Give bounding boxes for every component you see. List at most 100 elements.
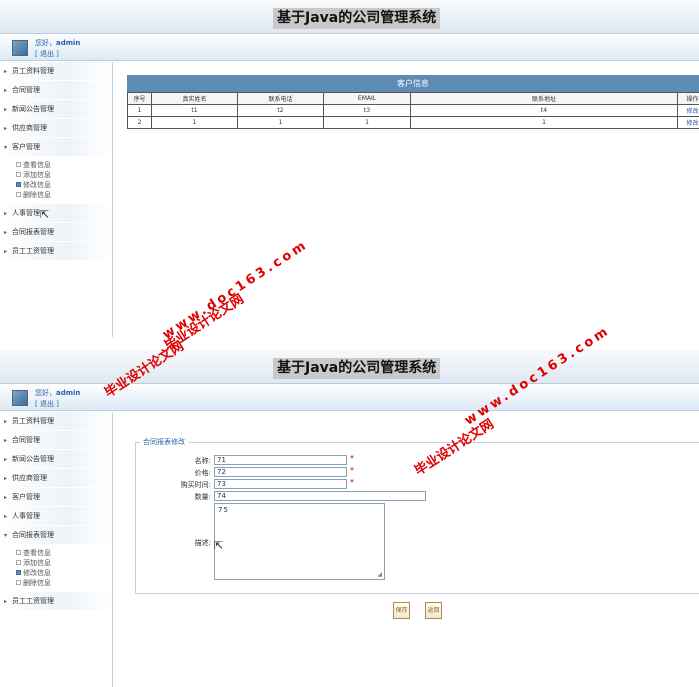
submenu-label: 删除信息: [23, 579, 51, 587]
chevron-right-icon: ▸: [4, 125, 8, 132]
screen-customer-info: 基于Java的公司管理系统 您好，admin [ 退出 ] ▸员工资料管理 ▸合…: [0, 0, 699, 337]
save-button[interactable]: 保存: [393, 602, 410, 619]
table-row: 2 1 1 1 1 修改: [127, 116, 699, 129]
required-mark: *: [350, 466, 354, 475]
logout-link[interactable]: [ 退出 ]: [35, 50, 59, 58]
form-legend: 合同报表修改: [140, 437, 188, 447]
menu-supplier[interactable]: ▸ 供应商管理: [0, 119, 112, 138]
edit-link[interactable]: 修改: [686, 120, 699, 127]
user-bar: 您好，admin [ 退出 ]: [0, 383, 699, 411]
menu-label: 合同管理: [12, 86, 40, 94]
contract-report-submenu: 查看信息 添加信息 修改信息 删除信息: [0, 545, 112, 592]
menu-customer[interactable]: ▸客户管理: [0, 488, 112, 507]
menu-staff-info[interactable]: ▸员工资料管理: [0, 62, 112, 81]
column-header: 联系地址: [410, 92, 678, 105]
logout-link[interactable]: [ 退出 ]: [35, 400, 59, 408]
chevron-right-icon: ▸: [4, 210, 8, 217]
menu-label: 供应商管理: [12, 474, 47, 482]
table-header-row: 序号 真实姓名 联系电话 EMAIL 联系地址 操作: [127, 92, 699, 105]
resize-handle-icon[interactable]: ◢: [377, 571, 383, 578]
menu-label: 合同报表管理: [12, 228, 54, 236]
menu-label: 员工工资管理: [12, 597, 54, 605]
menu-salary[interactable]: ▸员工工资管理: [0, 242, 112, 261]
date-field[interactable]: 73: [214, 479, 347, 489]
menu-salary[interactable]: ▸员工工资管理: [0, 592, 112, 611]
cell-no: 1: [127, 104, 152, 117]
chevron-right-icon: ▸: [4, 513, 8, 520]
menu-label: 新闻公告管理: [12, 105, 54, 113]
square-filled-icon: [16, 182, 21, 187]
name-label: 名称:: [194, 457, 211, 465]
submenu-view[interactable]: 查看信息: [0, 160, 112, 170]
edit-link[interactable]: 修改: [686, 108, 699, 115]
chevron-right-icon: ▸: [4, 456, 8, 463]
quantity-field[interactable]: 74: [214, 491, 426, 501]
menu-label: 人事管理: [12, 512, 40, 520]
column-header: 操作: [677, 92, 699, 105]
menu-hr[interactable]: ▸ 人事管理: [0, 507, 112, 526]
submenu-add[interactable]: 添加信息: [0, 170, 112, 180]
menu-label: 新闻公告管理: [12, 455, 54, 463]
submenu-delete[interactable]: 删除信息: [0, 190, 112, 200]
greeting: 您好，admin: [35, 38, 80, 48]
sidebar: ▸员工资料管理 ▸ 合同管理 ▸ 新闻公告管理 ▸供应商管理 ▸客户管理 ▸ 人事管理…: [0, 412, 113, 687]
submenu-edit[interactable]: 修改信息: [0, 568, 112, 578]
menu-contract-report[interactable]: ▸合同报表管理: [0, 223, 112, 242]
menu-supplier[interactable]: ▸供应商管理: [0, 469, 112, 488]
name-field[interactable]: 71: [214, 455, 347, 465]
table-row: 1 t1 t2 t3 t4 修改: [127, 104, 699, 117]
customer-table: 序号 真实姓名 联系电话 EMAIL 联系地址 操作 1 t1 t2 t3 t4…: [127, 92, 699, 129]
submenu-label: 添加信息: [23, 171, 51, 179]
chevron-right-icon: ▸: [4, 437, 8, 444]
customer-submenu: 查看信息 添加信息 修改信息 删除信息: [0, 157, 112, 204]
menu-label: 供应商管理: [12, 124, 47, 132]
menu-news[interactable]: ▸ 新闻公告管理: [0, 450, 112, 469]
submenu-label: 修改信息: [23, 181, 51, 189]
cell-phone: t2: [237, 104, 324, 117]
screen-contract-report-edit: 基于Java的公司管理系统 您好，admin [ 退出 ] ▸员工资料管理 ▸合…: [0, 350, 699, 687]
submenu-delete[interactable]: 删除信息: [0, 578, 112, 588]
chevron-right-icon: ▸: [4, 106, 8, 113]
submenu-view[interactable]: 查看信息: [0, 548, 112, 558]
edit-form-fieldset: [135, 442, 699, 594]
quantity-label: 数量:: [194, 493, 211, 501]
submenu-edit[interactable]: 修改信息: [0, 180, 112, 190]
column-header: 序号: [127, 92, 152, 105]
menu-label: 合同管理: [12, 436, 40, 444]
mouse-pointer-icon: ⇱: [40, 208, 50, 221]
menu-contract[interactable]: ▸合同管理: [0, 81, 112, 100]
table-title: 客户信息: [127, 75, 699, 92]
menu-customer[interactable]: ▾客户管理: [0, 138, 112, 157]
cell-phone: 1: [237, 116, 324, 129]
submenu-add[interactable]: 添加信息: [0, 558, 112, 568]
menu-contract-report[interactable]: ▾合同报表管理: [0, 526, 112, 545]
menu-label: 人事管理: [12, 209, 40, 217]
square-icon: [16, 550, 21, 555]
cell-email: 1: [323, 116, 411, 129]
description-textarea[interactable]: 75◢: [214, 503, 385, 580]
date-label: 购买时间:: [180, 481, 211, 489]
cell-email: t3: [323, 104, 411, 117]
square-icon: [16, 580, 21, 585]
menu-contract[interactable]: ▸ 合同管理: [0, 431, 112, 450]
submenu-label: 查看信息: [23, 549, 51, 557]
menu-hr[interactable]: ▸ 人事管理: [0, 204, 112, 223]
menu-news[interactable]: ▸ 新闻公告管理: [0, 100, 112, 119]
submenu-label: 删除信息: [23, 191, 51, 199]
square-icon: [16, 560, 21, 565]
menu-label: 员工资料管理: [12, 417, 54, 425]
greeting-text: 您好，: [35, 39, 56, 47]
mouse-pointer-icon: ⇱: [214, 539, 224, 552]
username: admin: [56, 39, 81, 47]
username: admin: [56, 389, 81, 397]
required-mark: *: [350, 478, 354, 487]
column-header: 联系电话: [237, 92, 324, 105]
description-label: 描述:: [194, 539, 211, 547]
back-button[interactable]: 返回: [425, 602, 442, 619]
greeting-text: 您好，: [35, 389, 56, 397]
price-field[interactable]: 72: [214, 467, 347, 477]
greeting: 您好，admin: [35, 388, 80, 398]
menu-staff-info[interactable]: ▸员工资料管理: [0, 412, 112, 431]
submenu-label: 修改信息: [23, 569, 51, 577]
menu-label: 员工工资管理: [12, 247, 54, 255]
